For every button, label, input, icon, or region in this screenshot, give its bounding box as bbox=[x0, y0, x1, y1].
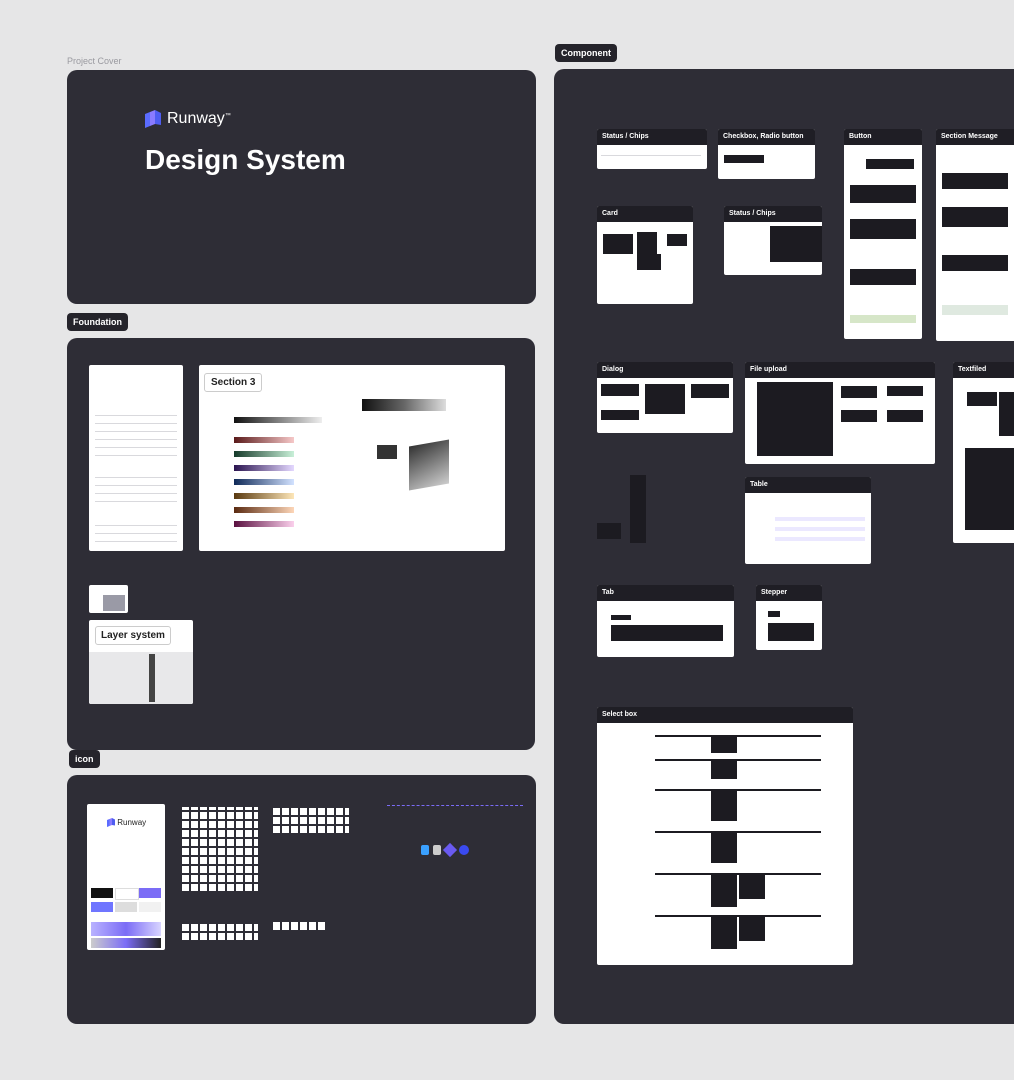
layer-system-title: Layer system bbox=[95, 626, 171, 645]
stepper-card[interactable]: Stepper bbox=[756, 585, 822, 650]
icon-spec-panel[interactable] bbox=[387, 805, 523, 836]
status-chips-title: Status / Chips bbox=[597, 129, 707, 145]
select-box-card[interactable]: Select box bbox=[597, 707, 853, 965]
stepper-title: Stepper bbox=[756, 585, 822, 601]
layer-system-sheet[interactable]: Layer system bbox=[89, 620, 193, 704]
lock-icon bbox=[433, 845, 441, 855]
checkbox-radio-card[interactable]: Checkbox, Radio button bbox=[718, 129, 815, 179]
icon-frame[interactable]: Runway bbox=[67, 775, 536, 1024]
select-box-title: Select box bbox=[597, 707, 853, 723]
textfield-title: Textfiled bbox=[953, 362, 1014, 378]
textfield-card[interactable]: Textfiled bbox=[953, 362, 1014, 543]
file-upload-card[interactable]: File upload bbox=[745, 362, 935, 464]
badge-icon bbox=[442, 842, 458, 858]
logo-sample: Runway bbox=[107, 818, 147, 828]
icon-grid-4[interactable] bbox=[273, 922, 327, 930]
table-card[interactable]: Table bbox=[745, 477, 871, 564]
button-card[interactable]: Button bbox=[844, 129, 922, 339]
icon-label[interactable]: icon bbox=[69, 750, 100, 768]
status-chips-2-title: Status / Chips bbox=[724, 206, 822, 222]
icon-grid-2[interactable] bbox=[273, 807, 349, 833]
typography-sheet[interactable] bbox=[89, 365, 183, 551]
section-message-card[interactable]: Section Message bbox=[936, 129, 1014, 341]
brand-name: Runway bbox=[167, 110, 225, 128]
status-chips-2-card[interactable]: Status / Chips bbox=[724, 206, 822, 275]
icon-grid-1[interactable] bbox=[182, 807, 258, 891]
brand-lockup: Runway™ bbox=[145, 110, 231, 128]
icon-grid-3[interactable] bbox=[182, 922, 258, 940]
color-palette-sheet[interactable]: Section 3 bbox=[199, 365, 505, 551]
status-chips-card[interactable]: Status / Chips bbox=[597, 129, 707, 169]
nav-sample[interactable] bbox=[630, 475, 646, 543]
thumbnail[interactable] bbox=[89, 585, 128, 613]
tab-title: Tab bbox=[597, 585, 734, 601]
runway-logo-icon bbox=[145, 110, 161, 128]
tab-card[interactable]: Tab bbox=[597, 585, 734, 657]
table-title: Table bbox=[745, 477, 871, 493]
runway-logo-icon bbox=[107, 818, 115, 828]
section3-title: Section 3 bbox=[204, 373, 263, 392]
component-frame[interactable]: Status / Chips Checkbox, Radio button Bu… bbox=[554, 69, 1014, 1024]
card-title: Card bbox=[597, 206, 693, 222]
menu-sample[interactable] bbox=[597, 523, 621, 539]
shield-icon bbox=[421, 845, 429, 855]
button-title: Button bbox=[844, 129, 922, 145]
logo-guideline-sheet[interactable]: Runway bbox=[87, 804, 165, 950]
foundation-label[interactable]: Foundation bbox=[67, 313, 128, 331]
file-upload-title: File upload bbox=[745, 362, 935, 378]
trademark: ™ bbox=[224, 112, 231, 119]
cover-title: Design System bbox=[145, 144, 346, 175]
project-cover-label[interactable]: Project Cover bbox=[67, 56, 122, 66]
project-cover-frame[interactable]: Runway™ Design System bbox=[67, 70, 536, 304]
hex-icon bbox=[459, 845, 469, 855]
dialog-title: Dialog bbox=[597, 362, 733, 378]
dialog-card[interactable]: Dialog bbox=[597, 362, 733, 433]
card-card[interactable]: Card bbox=[597, 206, 693, 304]
section-message-title: Section Message bbox=[936, 129, 1014, 145]
checkbox-radio-title: Checkbox, Radio button bbox=[718, 129, 815, 145]
foundation-frame[interactable]: Section 3 Layer system bbox=[67, 338, 535, 750]
component-label[interactable]: Component bbox=[555, 44, 617, 62]
logo-sample-name: Runway bbox=[117, 818, 147, 827]
